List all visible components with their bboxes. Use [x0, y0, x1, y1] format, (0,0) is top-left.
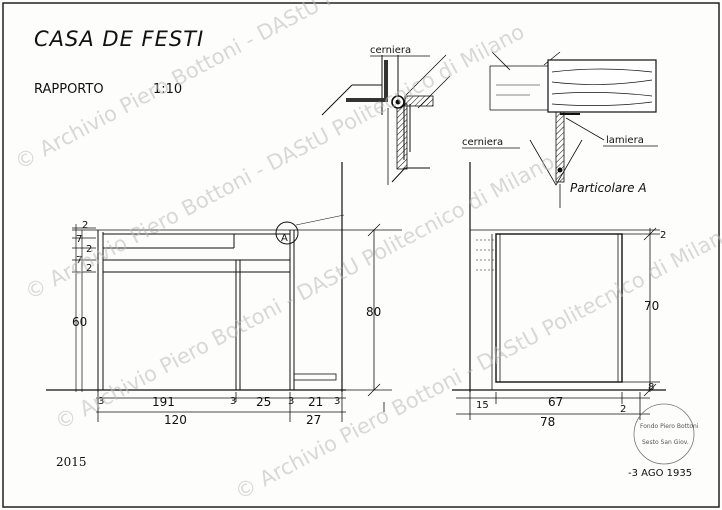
- scale-value: 1:10: [153, 82, 182, 97]
- dim-bottom-3b: 3: [230, 396, 236, 407]
- dim-bottom-191: 191: [152, 395, 175, 409]
- lamiera-label: lamiera: [606, 135, 644, 146]
- scale-label: RAPPORTO: [34, 82, 104, 97]
- dim-side-2: 2: [660, 230, 666, 241]
- front-elevation: [46, 162, 402, 392]
- dim-bottom-3a: 3: [98, 396, 104, 407]
- side-right-dimensions: [622, 227, 660, 397]
- dim-side-8: 8: [648, 382, 654, 393]
- dim-front-gap-5: 2: [86, 263, 92, 274]
- dim-bottom-27: 27: [306, 413, 321, 427]
- watermark-text: © Archivio Piero Bottoni - DAStU Politec…: [51, 149, 558, 434]
- dim-side-2b: 2: [620, 404, 626, 415]
- dim-bottom-3c: 3: [288, 396, 294, 407]
- archive-stamp: Fondo Piero Bottoni Sesto San Giov.: [633, 403, 699, 465]
- drawing-title: CASA DE FESTI: [34, 27, 204, 51]
- watermark-text: © Archivio Piero Bottoni - DAStU Politec…: [231, 219, 722, 504]
- dim-bottom-3d: 3: [334, 396, 340, 407]
- dim-front-gap-3: 2: [86, 244, 92, 255]
- dim-front-80: 80: [366, 305, 381, 319]
- dim-side-70: 70: [644, 299, 659, 313]
- side-elevation: [452, 162, 666, 392]
- stamp-line-2: Sesto San Giov.: [642, 439, 689, 446]
- front-height-dimension: [346, 223, 392, 412]
- particolare-a-label: Particolare A: [570, 181, 647, 195]
- watermark-text: © Archivio Piero Bottoni - DAStU Politec…: [21, 19, 528, 304]
- archive-code: 2015: [56, 455, 87, 469]
- dim-side-78: 78: [540, 415, 555, 429]
- front-left-dimensions: [72, 224, 96, 392]
- stamp-line-1: Fondo Piero Bottoni: [640, 423, 699, 430]
- detail-marker-a: A: [281, 233, 288, 244]
- cerniera-label-right: cerniera: [462, 137, 503, 148]
- dim-front-gap-2: 7: [76, 234, 82, 245]
- dim-bottom-21: 21: [308, 395, 323, 409]
- particolare-a-detail: [489, 51, 657, 208]
- hinge-detail-top: [321, 54, 451, 185]
- dim-front-gap-4: 7: [76, 255, 82, 266]
- stamp-date: -3 AGO 1935: [628, 468, 692, 479]
- side-bottom-dimensions: [456, 392, 650, 420]
- dim-bottom-25: 25: [256, 395, 271, 409]
- dim-front-gap-1: 2: [82, 220, 88, 231]
- dim-bottom-120: 120: [164, 413, 187, 427]
- dim-side-15: 15: [476, 400, 489, 411]
- dim-side-67: 67: [548, 395, 563, 409]
- front-bottom-dimensions: [96, 392, 346, 422]
- cerniera-label-top: cerniera: [370, 45, 411, 56]
- dim-front-60: 60: [72, 315, 87, 329]
